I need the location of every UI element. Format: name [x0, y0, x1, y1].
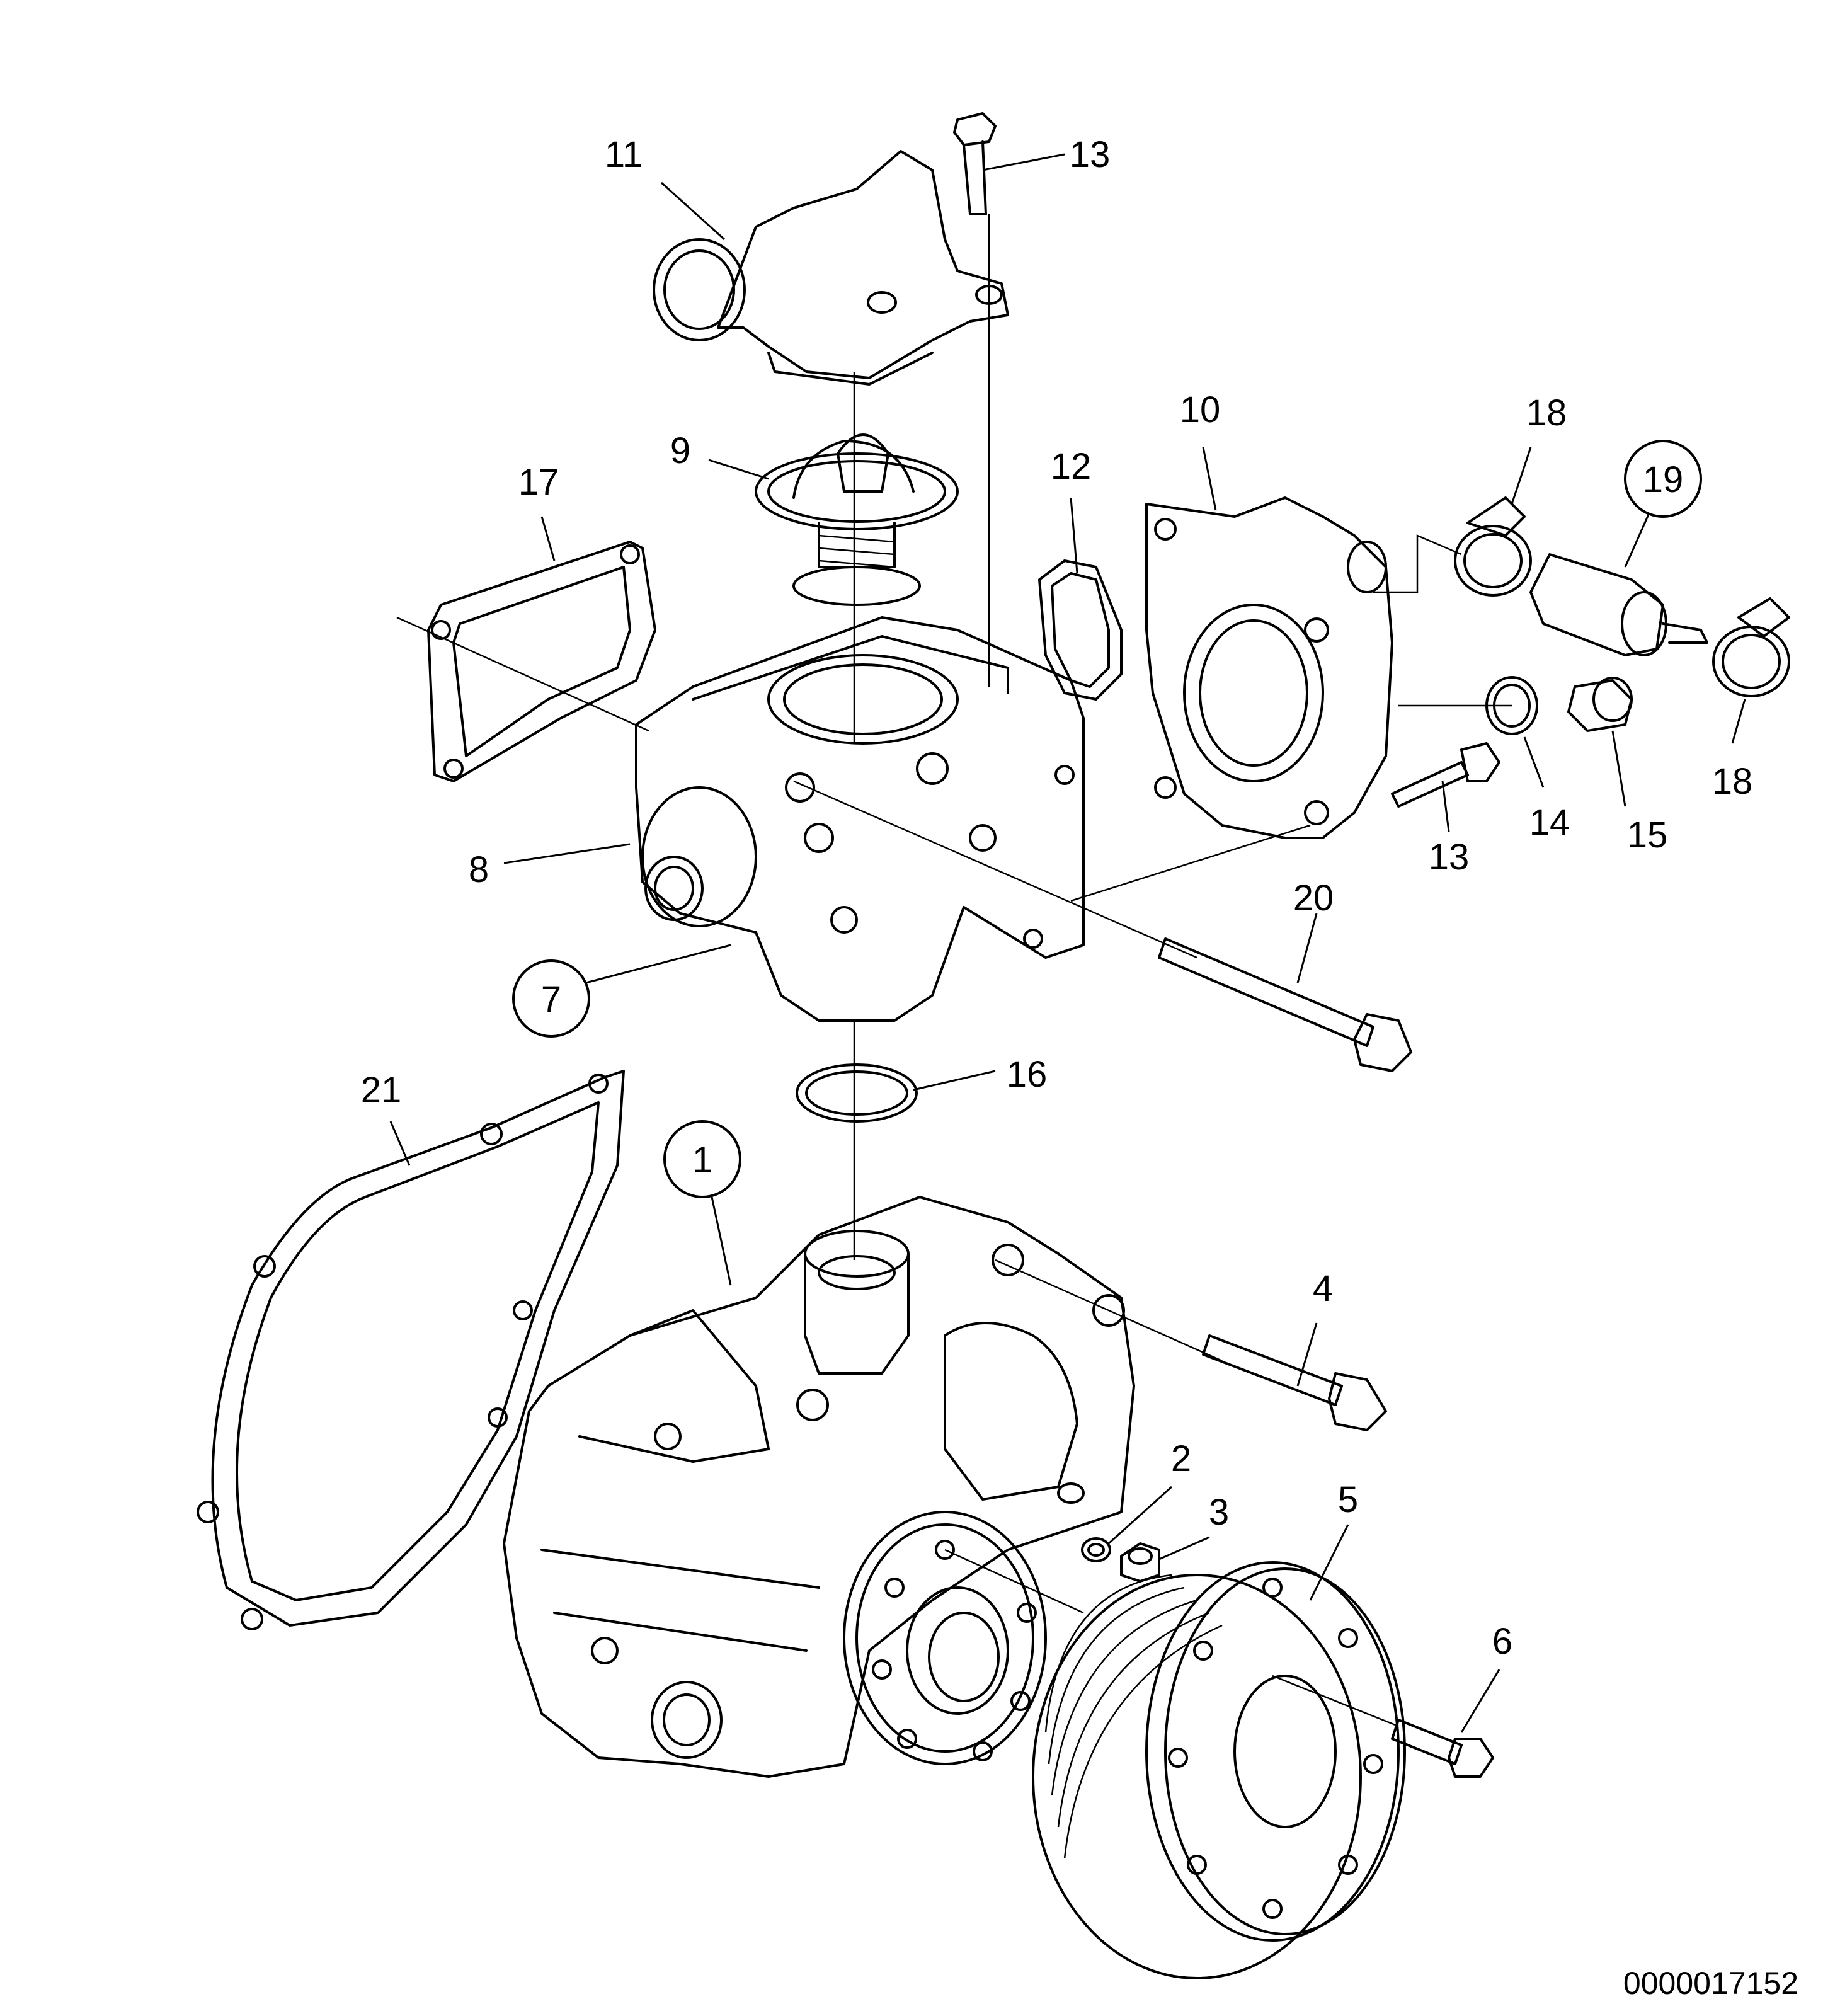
- pulley-bolt: [1391, 1719, 1494, 1778]
- long-bolt: [1158, 937, 1412, 1072]
- label-part-15: 15: [1627, 815, 1668, 856]
- label-part-17: 17: [518, 462, 559, 503]
- thermostat: [755, 433, 959, 606]
- label-part-5: 5: [1338, 1479, 1358, 1520]
- label-part-12: 12: [1051, 446, 1092, 487]
- upper-bolt: [953, 112, 997, 215]
- hose-clamp-upper: [1454, 496, 1532, 597]
- pump-bolt: [1202, 1334, 1387, 1431]
- label-part-6: 6: [1492, 1621, 1512, 1662]
- thermostat-housing-cover: [653, 150, 1009, 386]
- label-part-20: 20: [1293, 878, 1334, 919]
- label-part-14: 14: [1529, 802, 1570, 843]
- label-part-18-upper: 18: [1526, 392, 1567, 433]
- callout-circle-19: [1624, 440, 1702, 518]
- washer: [1081, 1537, 1111, 1562]
- hose-clamp-lower: [1712, 597, 1790, 697]
- label-part-11: 11: [605, 134, 643, 175]
- part-number-labels: 11 13 9 17 12 10 18 19 8 7 20 13 14 15 1…: [361, 134, 1753, 1662]
- label-part-10: 10: [1180, 389, 1221, 430]
- leader-lines: [389, 153, 1746, 1733]
- label-part-13-lower: 13: [1429, 837, 1470, 878]
- label-part-2: 2: [1171, 1438, 1191, 1479]
- gasket-large: [197, 1070, 625, 1630]
- thermostat-housing-body: [635, 616, 1085, 1022]
- label-part-13-upper: 13: [1070, 134, 1111, 175]
- callout-circle-7: [512, 959, 590, 1038]
- label-part-16: 16: [1007, 1054, 1048, 1095]
- label-part-4: 4: [1313, 1268, 1333, 1309]
- gasket-upper-left: [427, 541, 656, 782]
- o-ring-large: [796, 1063, 918, 1123]
- label-part-8: 8: [469, 849, 489, 890]
- cover-plate: [1145, 496, 1393, 839]
- plug: [1567, 677, 1633, 732]
- label-part-7: 7: [541, 979, 561, 1020]
- label-part-9: 9: [670, 430, 690, 471]
- nut: [1120, 1542, 1160, 1583]
- label-part-21: 21: [361, 1070, 402, 1111]
- pump-flange: [843, 1511, 1047, 1765]
- lower-bolt: [1391, 742, 1500, 808]
- pulley: [1032, 1561, 1406, 1979]
- label-part-19: 19: [1643, 459, 1684, 500]
- inline-filter: [1529, 553, 1708, 656]
- assembly-axis-lines: [396, 214, 1512, 1727]
- o-ring-small: [1485, 676, 1538, 735]
- label-part-18-lower: 18: [1712, 761, 1753, 802]
- label-part-1: 1: [692, 1140, 712, 1181]
- label-part-3: 3: [1209, 1492, 1229, 1533]
- figure-number: 0000017152: [1623, 1966, 1798, 2001]
- callout-circle-1: [663, 1120, 741, 1198]
- water-pump-housing: [503, 1196, 1135, 1778]
- gasket-middle: [1038, 559, 1123, 701]
